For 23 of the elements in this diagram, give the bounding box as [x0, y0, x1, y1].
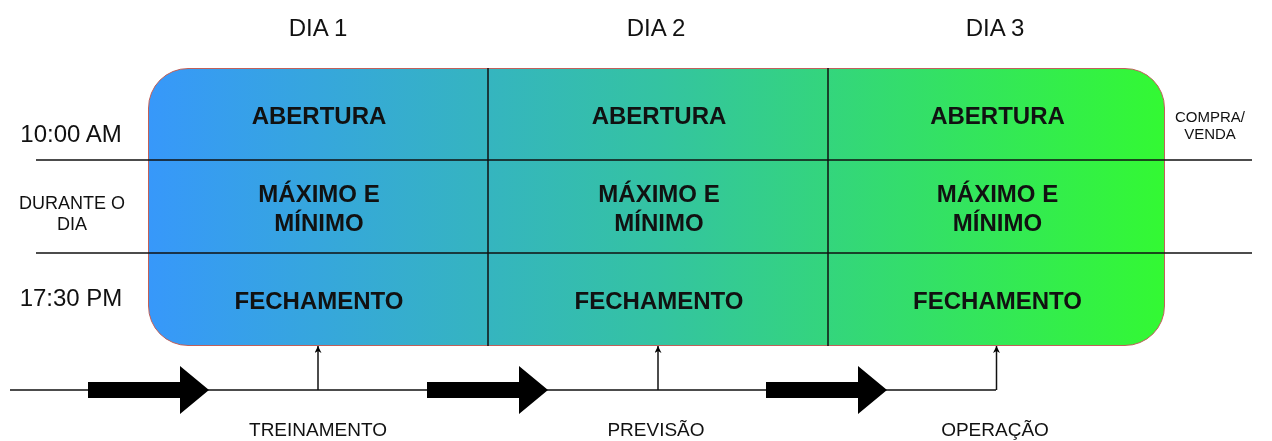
day-heading: DIA 3 [964, 14, 1026, 42]
period-label: FECHAMENTO [574, 286, 744, 315]
period-note: DURANTE O DIA [18, 193, 126, 235]
time-label: 17:30 PM [18, 284, 124, 312]
period-label: MÁXIMO E MÍNIMO [935, 178, 1060, 237]
day-heading: DIA 2 [625, 14, 687, 42]
period-label: MÁXIMO E MÍNIMO [597, 178, 721, 237]
period-label: FECHAMENTO [234, 286, 404, 315]
gradient-panel [148, 68, 1165, 346]
time-label: 10:00 AM [19, 120, 123, 148]
period-label: MÁXIMO E MÍNIMO [257, 178, 381, 237]
phase-label: PREVISÃO [606, 419, 706, 441]
arrow [993, 345, 1000, 391]
arrow [314, 345, 322, 391]
period-label: FECHAMENTO [913, 286, 1082, 315]
period-label: ABERTURA [591, 100, 727, 130]
day-heading: DIA 1 [287, 14, 349, 42]
action-label: COMPRA/ VENDA [1174, 108, 1246, 143]
period-label: ABERTURA [251, 100, 387, 130]
arrow [654, 345, 662, 391]
period-label: ABERTURA [930, 100, 1065, 130]
phase-label: TREINAMENTO [248, 419, 388, 441]
phase-label: OPERAÇÃO [940, 419, 1050, 441]
